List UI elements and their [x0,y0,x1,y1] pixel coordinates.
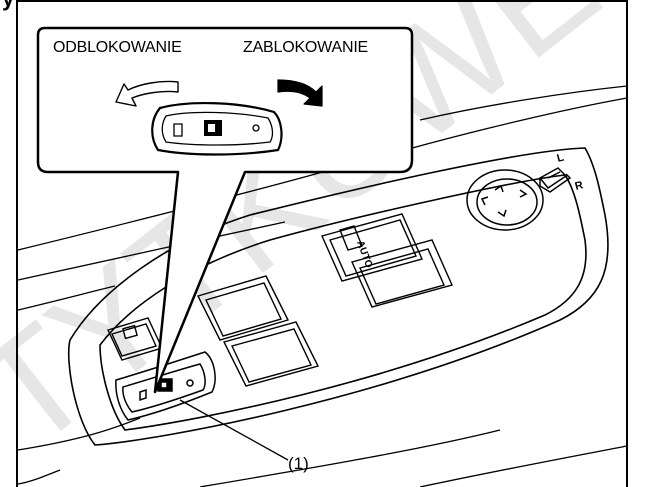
mirror-left-label: L [556,151,566,164]
heading-fragment: y [2,0,14,12]
unlock-label: ODBLOKOWANIE [53,39,182,57]
callout-number-label: (1) [288,454,309,474]
auto-label: AUTO [354,239,374,269]
lock-label: ZABLOKOWANIE [243,39,368,57]
mirror-right-label: R [574,179,585,193]
mirror-knob [467,170,543,230]
mirror-selector-switch [540,168,570,192]
